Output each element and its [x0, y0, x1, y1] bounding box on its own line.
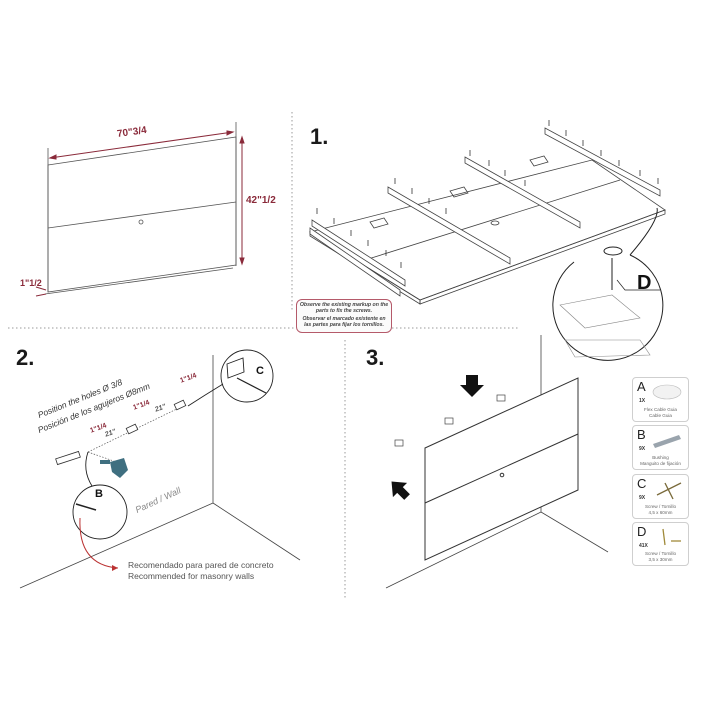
step-1-number: 1.: [310, 124, 329, 149]
part-b-letter: B: [637, 427, 646, 442]
recommend-spanish: Recomendado para pared de concreto: [128, 560, 274, 570]
part-c-desc-en: Screw / Tornillo: [644, 504, 677, 509]
part-d-desc-es: 3,5 x 30mm: [648, 556, 673, 562]
height-dimension: 42"1/2: [246, 195, 276, 206]
short-screw-icon: [662, 528, 681, 546]
cable-guide-icon: [652, 384, 682, 400]
markup-note: Observe the existing markup on the parts…: [296, 299, 392, 333]
frame-assembly: [308, 127, 666, 305]
bushing-icon: [653, 435, 681, 448]
detail-circle-c: [187, 349, 274, 407]
section-dividers: [8, 112, 520, 600]
bushing-brackets: [55, 399, 187, 466]
dimension-lines: [35, 130, 245, 297]
recommend-english: Recommended for masonry walls: [128, 571, 255, 581]
panel-dimension-drawing: [44, 122, 237, 295]
part-a-desc-en: Flex Cable Guia: [644, 407, 677, 412]
motion-arrows: [391, 375, 484, 500]
step-3-number: 3.: [366, 345, 385, 370]
recommendation-text: Recomendado para pared de concreto Recom…: [128, 560, 274, 582]
part-c-letter: C: [637, 476, 647, 491]
part-b-qty: 9X: [639, 446, 646, 452]
detail-circle-b: [72, 451, 128, 540]
callout-b: B: [95, 488, 103, 500]
mounted-panel: [424, 377, 579, 561]
long-screw-icon: [656, 482, 682, 500]
recommend-arrow: [79, 517, 119, 569]
part-d-letter: D: [637, 524, 647, 539]
part-b-desc-es: Manguito de fijación: [640, 460, 681, 466]
note-english: Observe the existing markup on the parts…: [299, 302, 389, 314]
wall-corner-step2: [19, 355, 301, 589]
drill: [100, 458, 128, 478]
part-d-desc-en: Screw / Tornillo: [644, 551, 677, 556]
part-c-desc-es: 4,5 x 60mm: [648, 509, 673, 515]
hole-guide-line: [87, 404, 186, 466]
part-d-qty: 41X: [639, 543, 648, 549]
part-a-letter: A: [637, 379, 646, 394]
detail-circle-d: [552, 207, 664, 361]
wall-brackets: [394, 394, 506, 447]
part-c-qty: 9X: [639, 495, 646, 501]
callout-c: C: [256, 365, 264, 377]
part-a-desc-es: Cable Guia: [649, 412, 672, 418]
callout-d: D: [637, 272, 652, 294]
part-b-desc-en: Bushing: [652, 455, 669, 460]
depth-dimension: 1"1/2: [20, 278, 42, 288]
part-a-qty: 1X: [639, 398, 646, 404]
note-spanish: Observar el marcado existente en las par…: [302, 316, 386, 328]
step-2-number: 2.: [16, 345, 35, 370]
screw-markers: [316, 120, 659, 268]
